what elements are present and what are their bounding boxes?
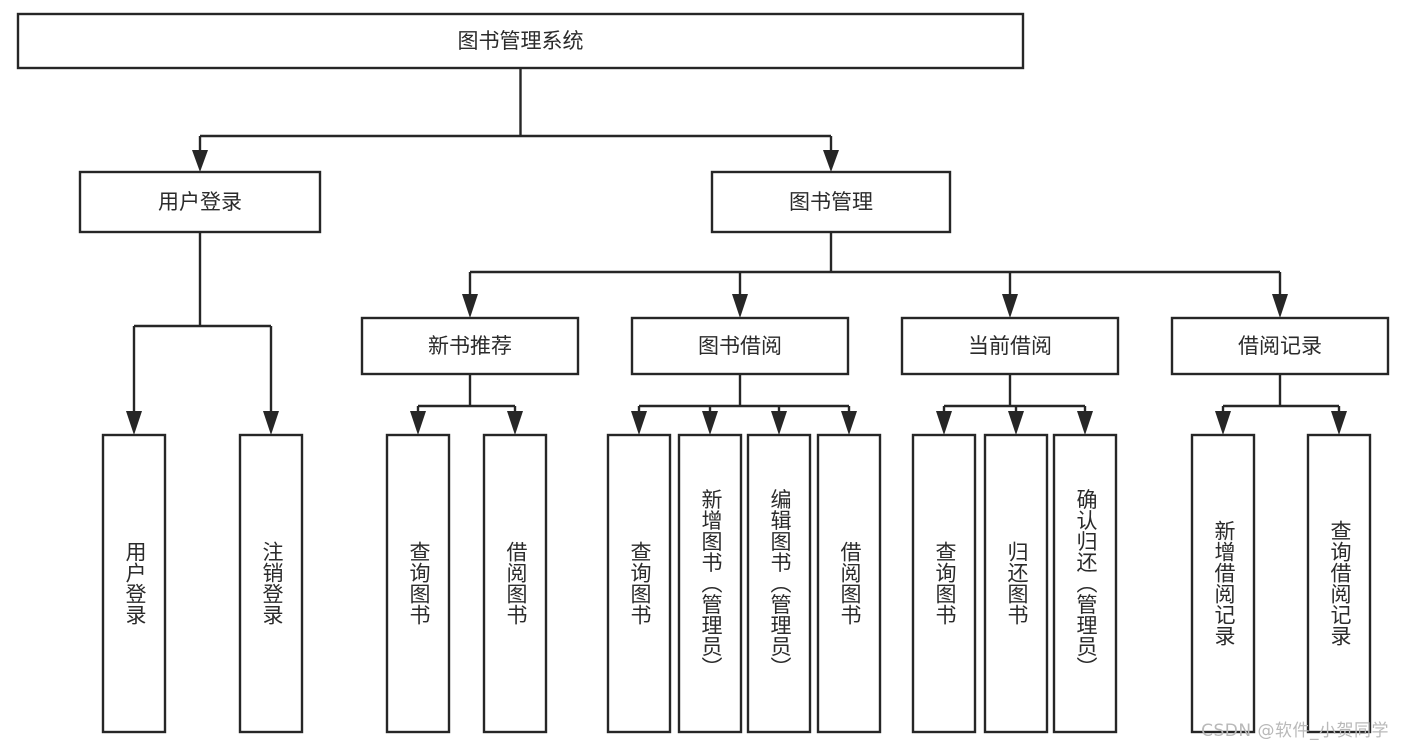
arrow-head-borrow-record (1272, 294, 1288, 318)
arrow-head-leaf-add-book (702, 411, 718, 435)
arrow-head-leaf-borrow-book-1 (507, 411, 523, 435)
leaf-add-record-box[interactable] (1190, 433, 1256, 734)
node-book-borrow-box[interactable] (630, 316, 850, 376)
node-root-label: 图书管理系统 (458, 29, 584, 53)
node-book-manage-box[interactable] (710, 170, 952, 234)
leaf-query-book-2[interactable]: 查询图书 (606, 433, 672, 734)
leaf-borrow-book-1-label: 借阅图书 (504, 541, 528, 625)
node-new-book-recommend[interactable]: 新书推荐 (360, 316, 580, 376)
arrow-head-book-borrow (732, 294, 748, 318)
leaf-user-logout[interactable]: 注销登录 (238, 433, 304, 734)
leaf-return-book-label: 归还图书 (1005, 541, 1029, 625)
node-new-book-recommend-label: 新书推荐 (428, 334, 512, 358)
node-borrow-record[interactable]: 借阅记录 (1170, 316, 1390, 376)
leaf-confirm-return-label: 确认归还（管理员） (1074, 489, 1098, 678)
arrow-head-leaf-query-record (1331, 411, 1347, 435)
leaf-borrow-book-2-box[interactable] (816, 433, 882, 734)
leaf-query-record[interactable]: 查询借阅记录 (1306, 433, 1372, 734)
leaf-borrow-book-1-box[interactable] (482, 433, 548, 734)
node-borrow-record-box[interactable] (1170, 316, 1390, 376)
connector-layer (126, 68, 1347, 435)
leaf-query-book-3-box[interactable] (911, 433, 977, 734)
leaf-return-book[interactable]: 归还图书 (983, 433, 1049, 734)
leaf-query-record-label: 查询借阅记录 (1328, 520, 1352, 646)
leaf-query-record-box[interactable] (1306, 433, 1372, 734)
leaf-query-book-3[interactable]: 查询图书 (911, 433, 977, 734)
leaf-add-book[interactable]: 新增图书（管理员） (677, 433, 743, 734)
node-current-borrow-label: 当前借阅 (968, 334, 1052, 358)
leaf-user-login-box[interactable] (101, 433, 167, 734)
leaf-confirm-return[interactable]: 确认归还（管理员） (1052, 433, 1118, 734)
leaf-edit-book-box[interactable] (746, 433, 812, 734)
leaf-user-logout-label: 注销登录 (260, 541, 284, 625)
leaf-edit-book[interactable]: 编辑图书（管理员） (746, 433, 812, 734)
node-root-box[interactable] (16, 12, 1025, 70)
leaf-query-book-3-label: 查询图书 (933, 541, 957, 625)
arrow-head-leaf-borrow-book-2 (841, 411, 857, 435)
arrow-head-leaf-query-book-1 (410, 411, 426, 435)
leaf-add-record-label: 新增借阅记录 (1212, 520, 1236, 646)
leaf-query-book-2-label: 查询图书 (628, 541, 652, 625)
node-book-manage-label: 图书管理 (789, 190, 873, 214)
leaf-add-book-label: 新增图书（管理员） (699, 489, 723, 678)
arrow-head-current-borrow (1002, 294, 1018, 318)
leaf-borrow-book-2[interactable]: 借阅图书 (816, 433, 882, 734)
node-user-login[interactable]: 用户登录 (78, 170, 322, 234)
leaf-user-login[interactable]: 用户登录 (101, 433, 167, 734)
arrow-head-leaf-query-book-3 (936, 411, 952, 435)
leaf-borrow-book-1[interactable]: 借阅图书 (482, 433, 548, 734)
leaf-user-login-label: 用户登录 (123, 541, 147, 625)
node-current-borrow[interactable]: 当前借阅 (900, 316, 1120, 376)
leaf-query-book-1-label: 查询图书 (407, 541, 431, 625)
arrow-head-leaf-add-record (1215, 411, 1231, 435)
arrow-head-book-manage (823, 150, 839, 172)
node-user-login-label: 用户登录 (158, 190, 242, 214)
arrow-head-new-book-recommend (462, 294, 478, 318)
node-root[interactable]: 图书管理系统 (16, 12, 1025, 70)
node-borrow-record-label: 借阅记录 (1238, 334, 1322, 358)
leaf-query-book-1-box[interactable] (385, 433, 451, 734)
arrow-head-leaf-confirm-return (1077, 411, 1093, 435)
node-current-borrow-box[interactable] (900, 316, 1120, 376)
node-book-manage[interactable]: 图书管理 (710, 170, 952, 234)
arrow-head-leaf-query-book-2 (631, 411, 647, 435)
leaf-edit-book-label: 编辑图书（管理员） (768, 489, 792, 678)
arrow-head-leaf-return-book (1008, 411, 1024, 435)
leaf-query-book-2-box[interactable] (606, 433, 672, 734)
node-book-borrow-label: 图书借阅 (698, 334, 782, 358)
arrow-head-leaf-edit-book (771, 411, 787, 435)
arrow-head-leaf-user-login (126, 411, 142, 435)
arrow-head-leaf-user-logout (263, 411, 279, 435)
node-book-borrow[interactable]: 图书借阅 (630, 316, 850, 376)
leaf-borrow-book-2-label: 借阅图书 (838, 541, 862, 625)
node-new-book-recommend-box[interactable] (360, 316, 580, 376)
leaf-add-record[interactable]: 新增借阅记录 (1190, 433, 1256, 734)
node-user-login-box[interactable] (78, 170, 322, 234)
arrow-head-user-login (192, 150, 208, 172)
leaf-add-book-box[interactable] (677, 433, 743, 734)
leaf-user-logout-box[interactable] (238, 433, 304, 734)
leaf-confirm-return-box[interactable] (1052, 433, 1118, 734)
leaf-query-book-1[interactable]: 查询图书 (385, 433, 451, 734)
leaf-return-book-box[interactable] (983, 433, 1049, 734)
